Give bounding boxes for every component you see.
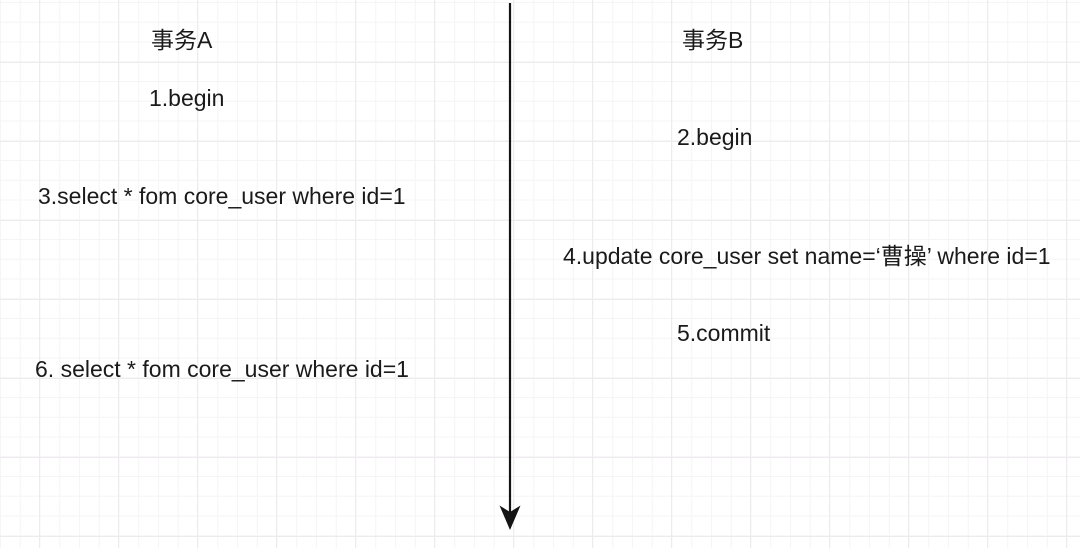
transaction-a-step-begin: 1.begin [149, 85, 225, 111]
arrow-down-icon [499, 3, 521, 530]
transaction-a-title: 事务A [151, 27, 213, 53]
transaction-b-step-begin: 2.begin [677, 124, 753, 150]
transaction-a-step-select-first: 3.select * fom core_user where id=1 [38, 183, 406, 209]
transaction-b-title: 事务B [682, 27, 744, 53]
transaction-a-step-select-second: 6. select * fom core_user where id=1 [35, 356, 409, 382]
transaction-b-step-commit: 5.commit [677, 320, 771, 346]
transaction-b-step-update: 4.update core_user set name=‘曹操’ where i… [563, 243, 1051, 269]
